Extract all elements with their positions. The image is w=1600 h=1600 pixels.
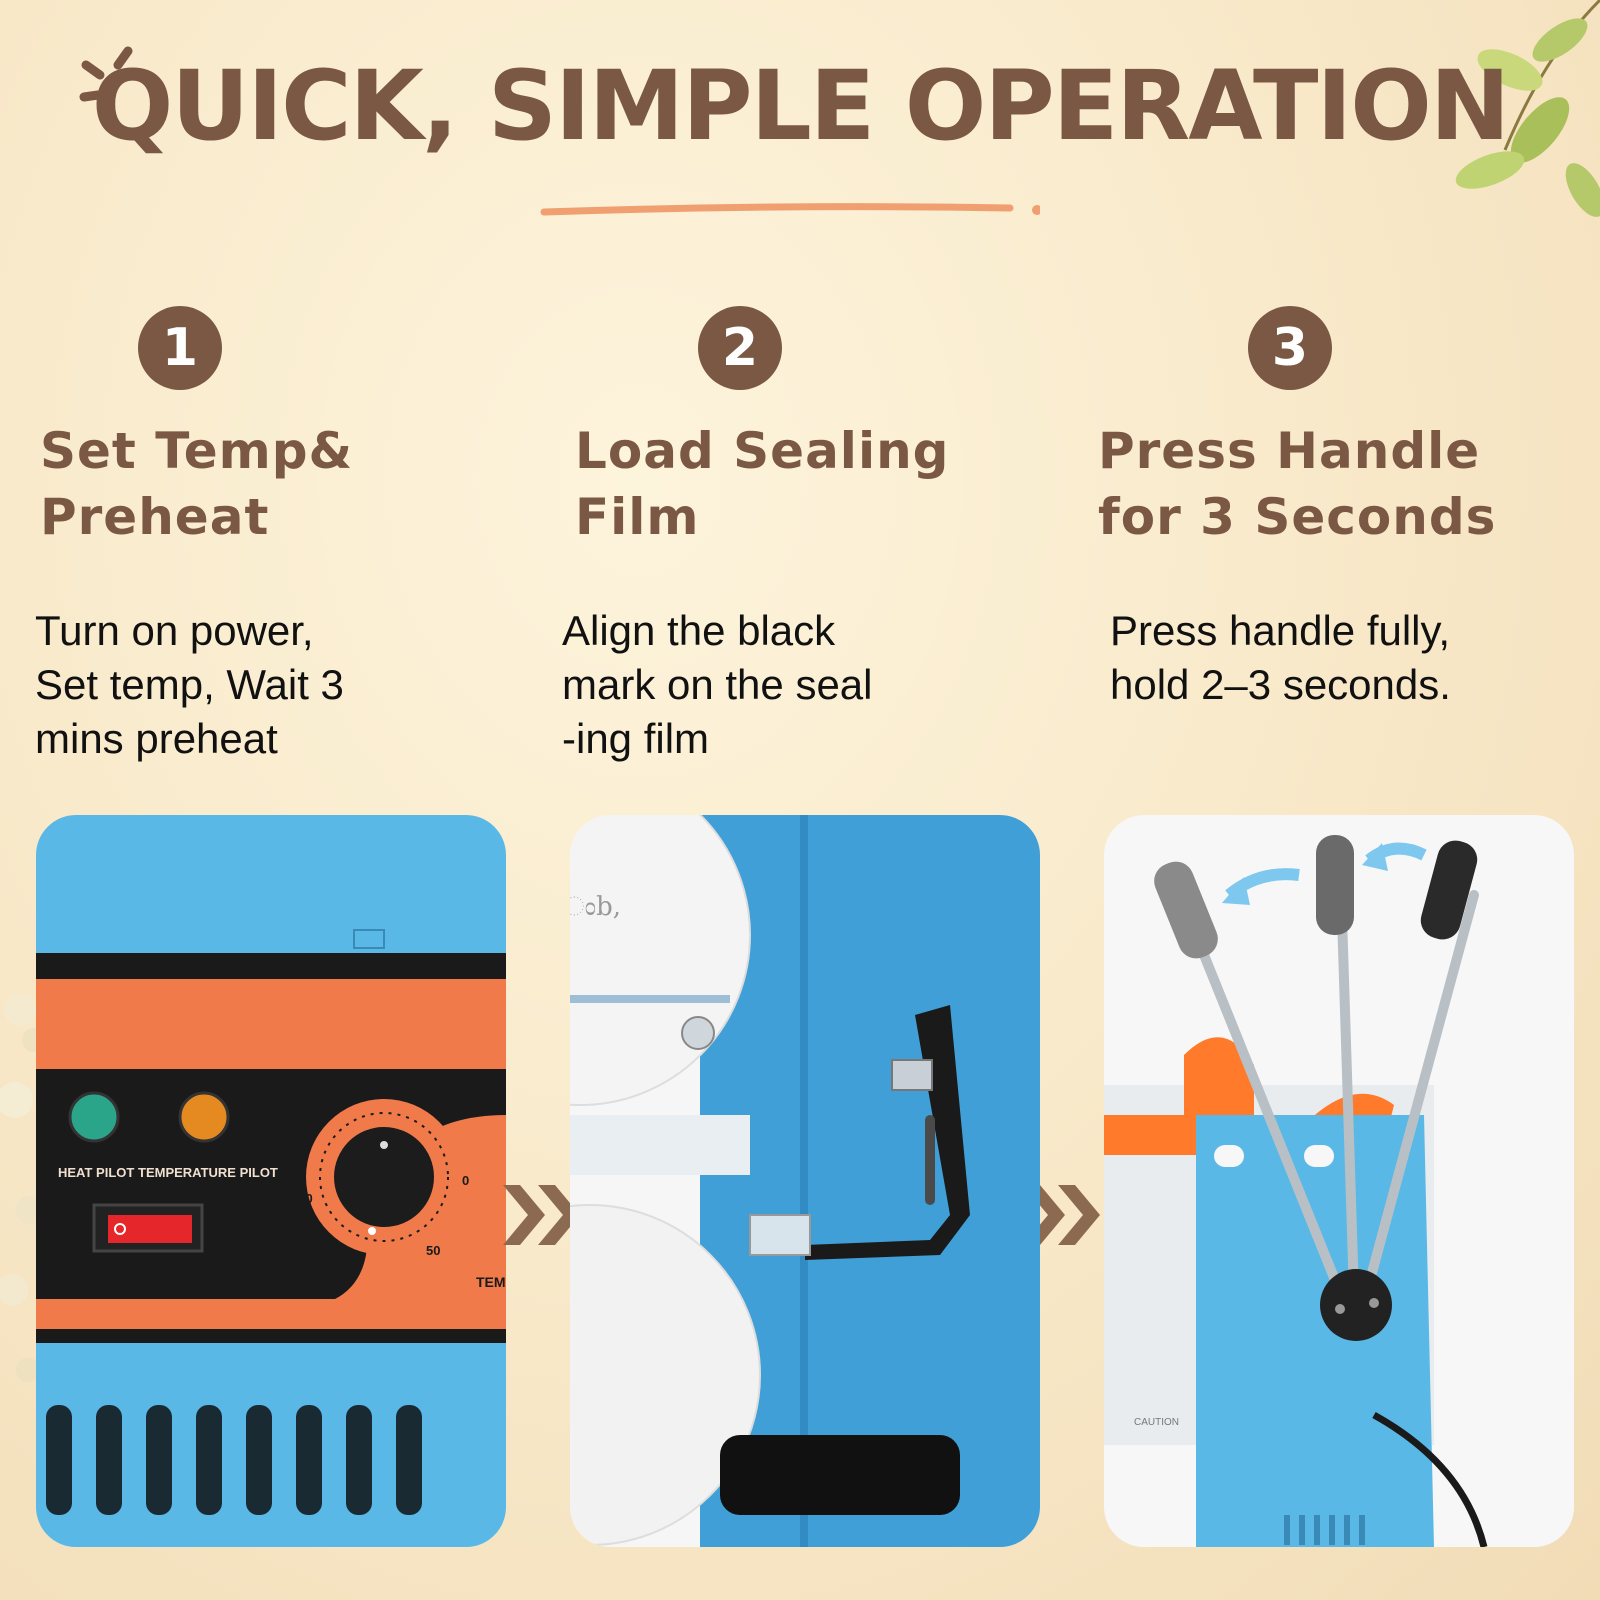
press-handle-image: CAUTION	[1104, 815, 1574, 1547]
dial-150-label: 150	[291, 1191, 313, 1206]
step-2-description: Align the black mark on the seal -ing fi…	[562, 607, 873, 762]
temperature-dial[interactable]	[334, 1127, 434, 1227]
dial-100-label: 100	[332, 1251, 354, 1266]
power-label: POWER	[118, 1272, 171, 1288]
leaves-decoration	[1455, 0, 1600, 217]
dial-50-label: 50	[426, 1243, 440, 1258]
panel-press-handle: CAUTION	[1104, 815, 1574, 1547]
step-3-description: Press handle fully, hold 2–3 seconds.	[1110, 607, 1451, 708]
chevron-right-icon	[1023, 1185, 1100, 1245]
handle-grip[interactable]	[1417, 837, 1482, 944]
step-2-heading: Load Sealing Film	[575, 422, 950, 546]
temp-cut-label: TEM	[476, 1274, 506, 1290]
control-unit-image: HEAT PILOT TEMPERATURE PILOT POWER 250°C…	[36, 815, 506, 1547]
step-1-heading: Set Temp& Preheat	[40, 422, 354, 546]
burst-icon	[79, 46, 133, 102]
temperature-pilot-label: TEMPERATURE PILOT	[138, 1165, 278, 1180]
step-3-number: 3	[1248, 306, 1332, 390]
film-loading-image: ಂb,	[570, 815, 1040, 1547]
dial-200-label: 200	[306, 1103, 328, 1118]
step-1-number: 1	[138, 306, 222, 390]
panel-control-unit: HEAT PILOT TEMPERATURE PILOT POWER 250°C…	[36, 815, 506, 1547]
title-container: QUICK, SIMPLE OPERATION	[0, 50, 1600, 162]
step-3-heading: Press Handle for 3 Seconds	[1098, 422, 1497, 546]
page-title: QUICK, SIMPLE OPERATION	[91, 50, 1510, 162]
dial-0-label: 0	[462, 1173, 469, 1188]
dial-250-label: 250°C	[366, 1081, 403, 1096]
caution-label: CAUTION	[1134, 1417, 1179, 1428]
heat-pilot-label: HEAT PILOT	[58, 1165, 134, 1180]
step-2-number: 2	[698, 306, 782, 390]
film-printed-text: ಂb,	[570, 892, 621, 922]
panel-film-loading: ಂb,	[570, 815, 1040, 1547]
step-1-description: Turn on power, Set temp, Wait 3 mins pre…	[35, 607, 344, 762]
handle-grip[interactable]	[1149, 856, 1224, 964]
title-underline	[540, 203, 1040, 216]
handle-grip[interactable]	[1316, 835, 1354, 935]
